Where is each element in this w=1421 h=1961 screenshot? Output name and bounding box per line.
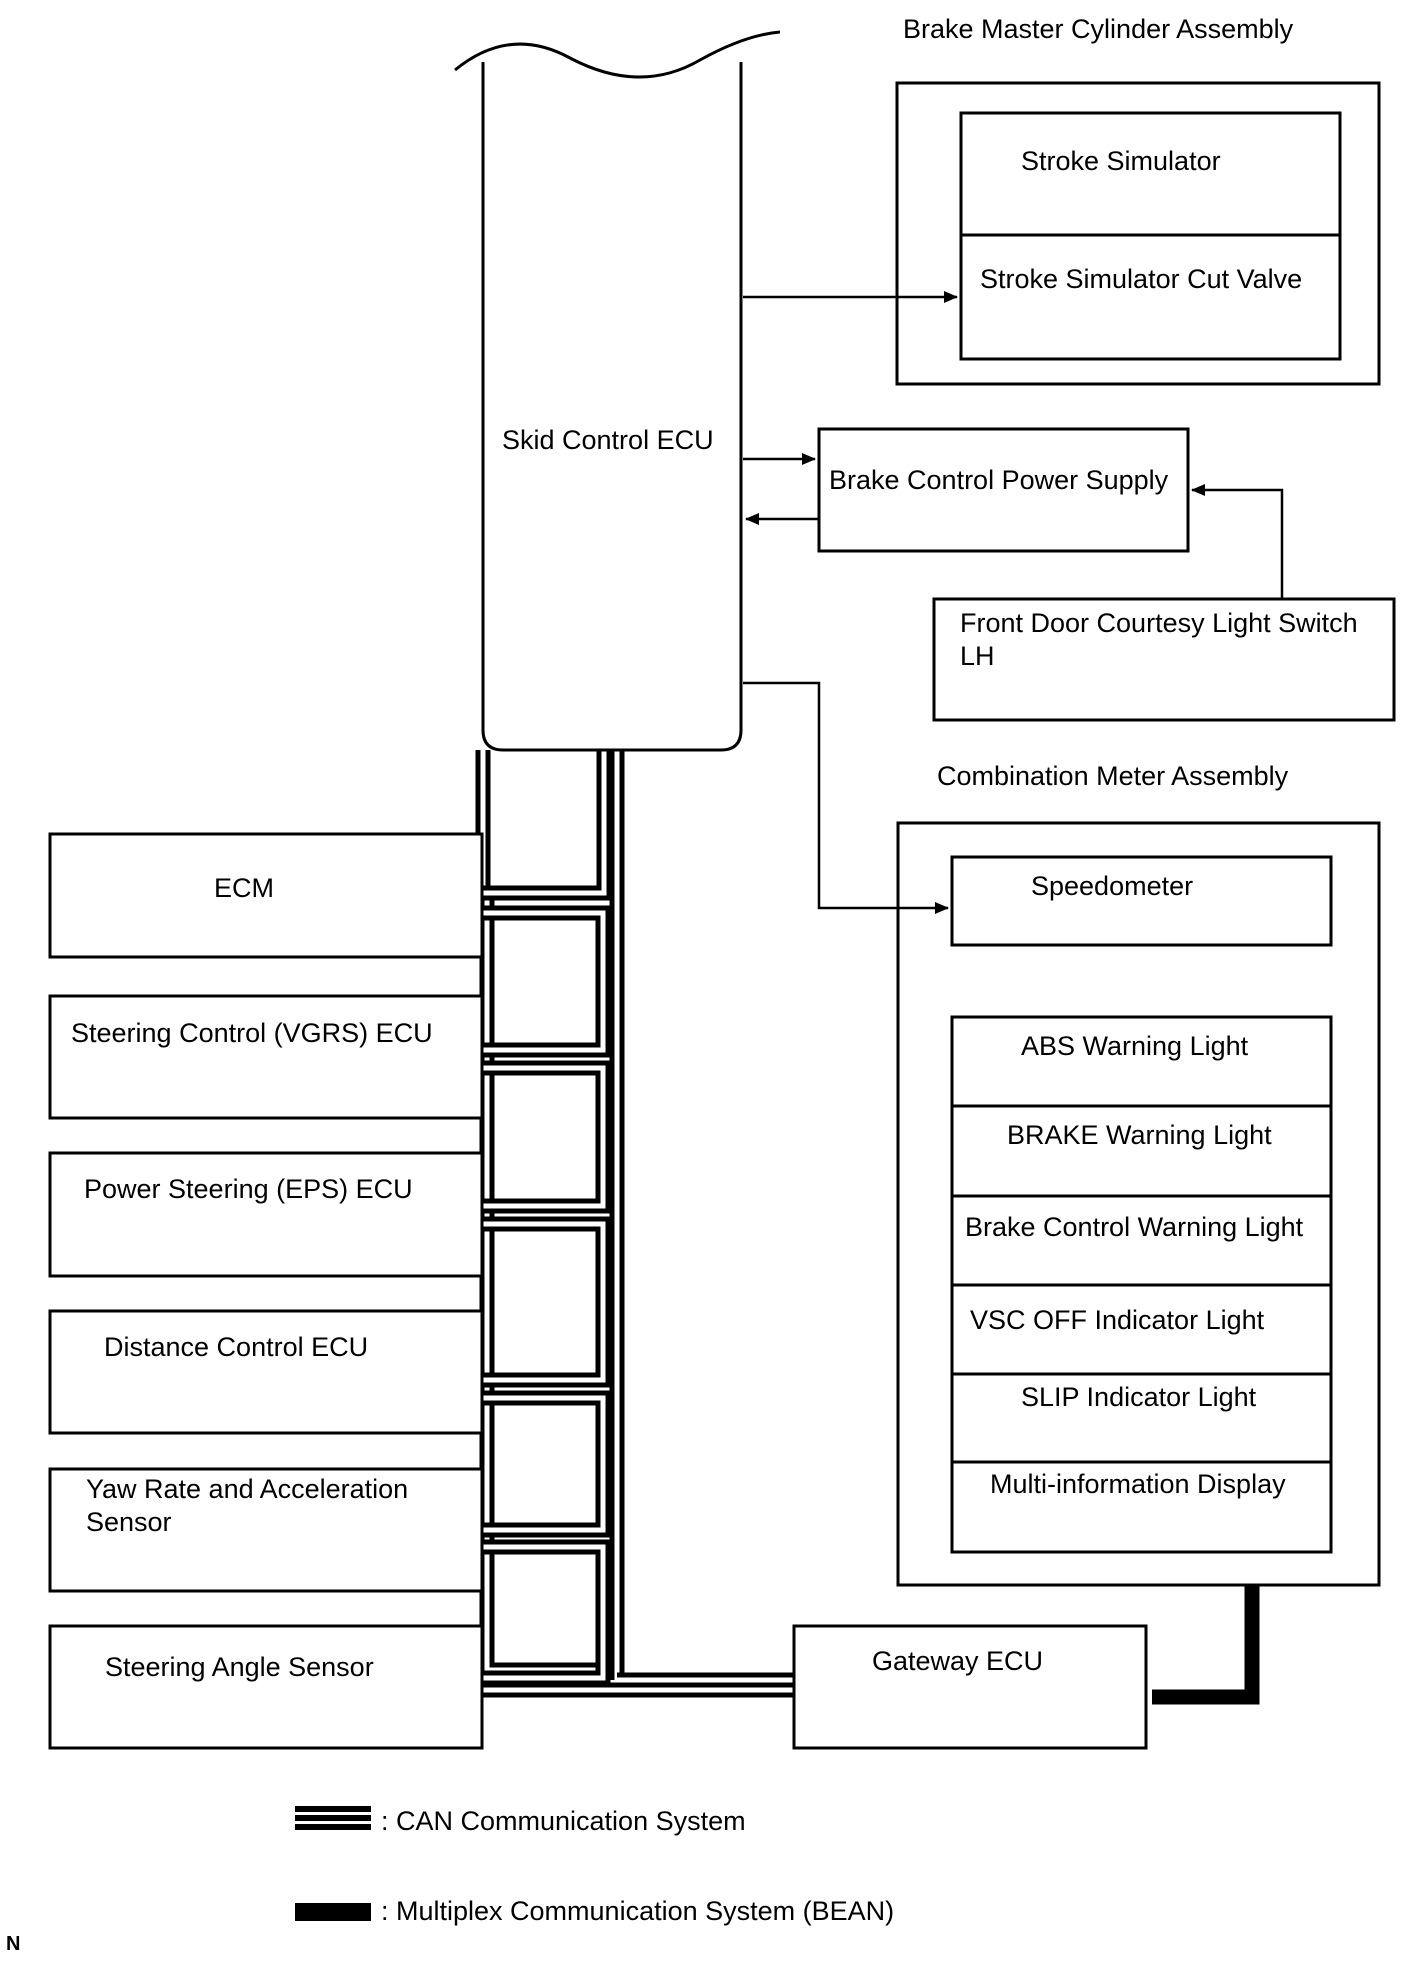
power-steering-ecu-label: Power Steering (EPS) ECU bbox=[84, 1174, 413, 1204]
can-legend-swatch bbox=[295, 1806, 371, 1830]
power-steering-ecu-box[interactable] bbox=[48, 1151, 484, 1278]
bean-legend-label: : Multiplex Communication System (BEAN) bbox=[381, 1896, 894, 1926]
speedometer-label: Speedometer bbox=[1031, 871, 1193, 901]
brake-warning-light-label: BRAKE Warning Light bbox=[1007, 1120, 1272, 1150]
stroke-simulator-box[interactable] bbox=[959, 111, 1342, 237]
vsc-off-indicator-label: VSC OFF Indicator Light bbox=[970, 1305, 1265, 1335]
skid-control-ecu-box[interactable] bbox=[481, 62, 743, 752]
gateway-ecu-box[interactable] bbox=[792, 1624, 1148, 1750]
abs-warning-light-label: ABS Warning Light bbox=[1021, 1031, 1249, 1061]
stroke-simulator-label: Stroke Simulator bbox=[1021, 146, 1221, 176]
steering-control-ecu-label: Steering Control (VGRS) ECU bbox=[71, 1018, 433, 1048]
can-legend-label: : CAN Communication System bbox=[381, 1806, 746, 1836]
slip-indicator-label: SLIP Indicator Light bbox=[1021, 1382, 1257, 1412]
gateway-ecu-label: Gateway ECU bbox=[872, 1646, 1043, 1676]
front-door-switch-box[interactable] bbox=[932, 597, 1396, 722]
skid-ecu-break-mark bbox=[454, 30, 781, 79]
multi-information-display-box[interactable] bbox=[950, 1460, 1333, 1554]
brake-master-cylinder-title: Brake Master Cylinder Assembly bbox=[903, 14, 1294, 44]
ecm-label: ECM bbox=[214, 873, 274, 903]
steering-angle-sensor-box[interactable] bbox=[48, 1624, 484, 1750]
skid-control-ecu-label: Skid Control ECU bbox=[502, 425, 714, 455]
yaw-rate-sensor-label-line1: Yaw Rate and Acceleration bbox=[86, 1474, 408, 1504]
steering-angle-sensor-label: Steering Angle Sensor bbox=[105, 1652, 374, 1682]
warning-light-stack: ABS Warning Light BRAKE Warning Light Br… bbox=[950, 1015, 1333, 1554]
combination-meter-title: Combination Meter Assembly bbox=[937, 761, 1289, 791]
multi-information-display-label: Multi-information Display bbox=[990, 1469, 1286, 1499]
bean-bus-wiring bbox=[1152, 1556, 1260, 1705]
yaw-rate-sensor-box[interactable] bbox=[48, 1467, 484, 1593]
stroke-simulator-cut-valve-label: Stroke Simulator Cut Valve bbox=[980, 264, 1302, 294]
yaw-rate-sensor-label-line2: Sensor bbox=[86, 1507, 172, 1537]
brake-control-power-supply-box[interactable] bbox=[817, 427, 1190, 553]
brake-control-warning-light-label: Brake Control Warning Light bbox=[965, 1212, 1304, 1242]
bean-legend-swatch bbox=[295, 1903, 371, 1921]
brake-control-power-supply-label: Brake Control Power Supply bbox=[829, 465, 1169, 495]
ecu-to-speedometer-arrow bbox=[743, 681, 949, 914]
can-bus-wiring bbox=[475, 750, 798, 1698]
vsc-off-indicator-box[interactable] bbox=[950, 1283, 1333, 1376]
distance-control-ecu-box[interactable] bbox=[48, 1309, 484, 1435]
speedometer-box[interactable] bbox=[950, 855, 1333, 947]
front-door-switch-label-line1: Front Door Courtesy Light Switch bbox=[960, 608, 1358, 638]
corner-mark: N bbox=[6, 1933, 20, 1955]
door-switch-to-power-supply-arrow bbox=[1191, 484, 1284, 599]
front-door-switch-label-line2: LH bbox=[960, 641, 995, 671]
distance-control-ecu-label: Distance Control ECU bbox=[104, 1332, 368, 1362]
abs-warning-light-box[interactable] bbox=[950, 1015, 1333, 1108]
steering-control-ecu-box[interactable] bbox=[48, 994, 484, 1120]
legend: : CAN Communication System : Multiplex C… bbox=[295, 1806, 894, 1926]
ecm-box[interactable] bbox=[48, 832, 484, 959]
brake-warning-light-box[interactable] bbox=[950, 1104, 1333, 1198]
stroke-simulator-cut-valve-box[interactable] bbox=[959, 233, 1342, 361]
slip-indicator-box[interactable] bbox=[950, 1372, 1333, 1464]
